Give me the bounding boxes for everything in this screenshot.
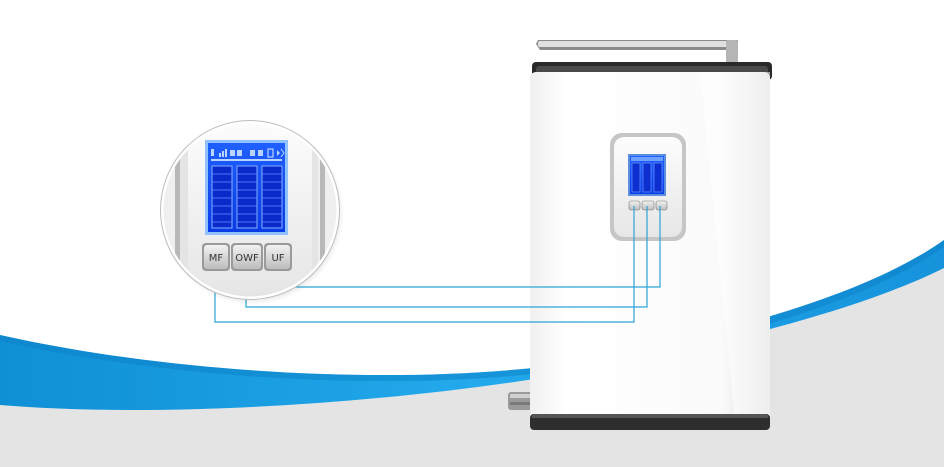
unit-owf-button[interactable] — [641, 200, 655, 211]
unit-uf-button[interactable] — [655, 200, 668, 211]
owf-button[interactable]: OWF — [231, 243, 263, 271]
mf-button[interactable]: MF — [202, 243, 230, 271]
water-purifier-unit — [508, 40, 772, 430]
uf-button-label: UF — [271, 253, 284, 264]
background-wave — [0, 240, 944, 467]
mf-button-label: MF — [209, 253, 224, 264]
owf-button-label: OWF — [235, 253, 259, 264]
outlet-fitting — [508, 392, 534, 410]
unit-control-panel — [610, 133, 686, 241]
wifi-signal-icon — [219, 149, 227, 157]
uf-button[interactable]: UF — [264, 243, 292, 271]
lcd-status-icons — [211, 148, 285, 161]
zoom-callout: MF OWF UF — [160, 120, 344, 305]
lcd-bar-display-icon — [211, 165, 283, 229]
